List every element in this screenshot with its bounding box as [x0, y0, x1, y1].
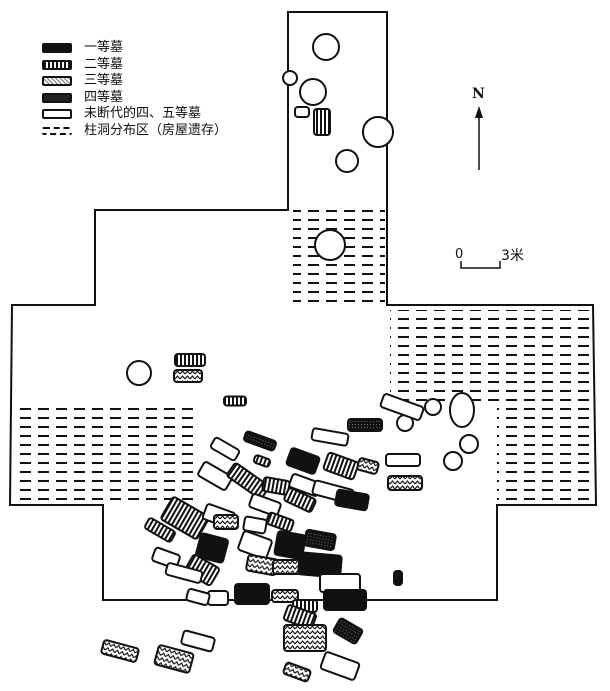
scale-start: 0 [455, 247, 464, 262]
grade4-tomb [347, 418, 383, 432]
grade3-tomb [356, 457, 380, 475]
undated-tomb [294, 106, 310, 118]
grade2-tomb [160, 496, 210, 540]
grade3-swatch-icon [42, 76, 72, 87]
undated-tomb [242, 515, 268, 535]
grade3-tomb [213, 514, 239, 530]
legend-label: 四等墓 [84, 89, 124, 105]
undated-tomb [197, 461, 233, 491]
grade2-tomb [252, 454, 272, 468]
grade4-tomb [332, 617, 364, 645]
grade2-tomb [265, 511, 295, 533]
legend-label: 二等墓 [84, 56, 124, 72]
undated-tomb [379, 393, 425, 421]
undated-tomb [209, 436, 241, 462]
undated-swatch-icon [42, 109, 72, 120]
legend-item-grade1: 一等墓 [42, 40, 227, 57]
legend: 一等墓 二等墓 三等墓 四等墓 未断代的四、五等墓 柱洞分布区（房屋遗存） [42, 40, 227, 139]
grade2-tomb [223, 395, 247, 407]
legend-label: 三等墓 [84, 73, 124, 88]
pit-feature [299, 78, 327, 106]
grade3-tomb [100, 639, 140, 663]
undated-tomb [185, 588, 211, 606]
grade1-tomb [334, 488, 370, 512]
pit-feature [459, 434, 479, 454]
site-boundary [8, 11, 598, 601]
grade1-tomb [393, 570, 403, 586]
grade3-tomb [282, 661, 312, 683]
undated-tomb [310, 427, 350, 447]
undated-tomb [385, 453, 421, 467]
legend-label: 一等墓 [84, 40, 124, 55]
grade2-tomb [144, 517, 176, 543]
grade3-tomb [153, 644, 195, 674]
grade3-tomb [283, 624, 327, 652]
legend-label: 柱洞分布区（房屋遗存） [84, 122, 228, 138]
legend-item-grade2: 二等墓 [42, 57, 227, 74]
grade4-tomb [243, 430, 277, 452]
undated-tomb [164, 562, 204, 584]
grade2-swatch-icon [42, 59, 72, 70]
scale-bar [460, 261, 501, 269]
grade1-tomb [234, 583, 270, 605]
grade3-tomb [173, 369, 203, 383]
grade3-tomb [387, 475, 423, 491]
grade2-tomb [322, 451, 360, 481]
grade1-tomb [195, 532, 229, 564]
undated-tomb [180, 629, 216, 653]
pit-feature [282, 70, 298, 86]
grade3-tomb [271, 589, 299, 603]
legend-label: 未断代的四、五等墓 [84, 106, 202, 121]
legend-item-grade3: 三等墓 [42, 73, 227, 90]
grade2-tomb [283, 487, 317, 513]
pit-feature [362, 116, 394, 148]
posthole-area [14, 210, 595, 505]
north-arrowhead-icon [475, 106, 483, 118]
grade1-tomb [273, 530, 307, 560]
grade1-tomb [297, 551, 343, 579]
legend-item-grade4: 四等墓 [42, 90, 227, 107]
grade4-swatch-icon [42, 92, 72, 103]
grade2-tomb [226, 462, 270, 500]
pit-feature [314, 229, 346, 261]
pit-feature [312, 33, 340, 61]
scale-end: 3米 [501, 248, 524, 264]
pit-feature [335, 149, 359, 173]
grade2-tomb [174, 353, 206, 367]
posthole-swatch-icon [42, 126, 72, 135]
pit-feature [424, 398, 442, 416]
grade1-tomb [323, 589, 367, 611]
pit-feature [443, 451, 463, 471]
grade1-swatch-icon [42, 43, 72, 54]
pit-feature [126, 360, 152, 386]
legend-item-undated: 未断代的四、五等墓 [42, 106, 227, 123]
north-label: N [472, 86, 485, 102]
grade4-tomb [303, 528, 337, 552]
undated-tomb [248, 493, 282, 517]
undated-tomb [319, 651, 361, 681]
pit-feature [449, 392, 475, 428]
grade2-tomb [313, 108, 331, 136]
legend-item-postholes: 柱洞分布区（房屋遗存） [42, 123, 227, 140]
undated-tomb [207, 590, 229, 606]
grade1-tomb [285, 447, 321, 475]
